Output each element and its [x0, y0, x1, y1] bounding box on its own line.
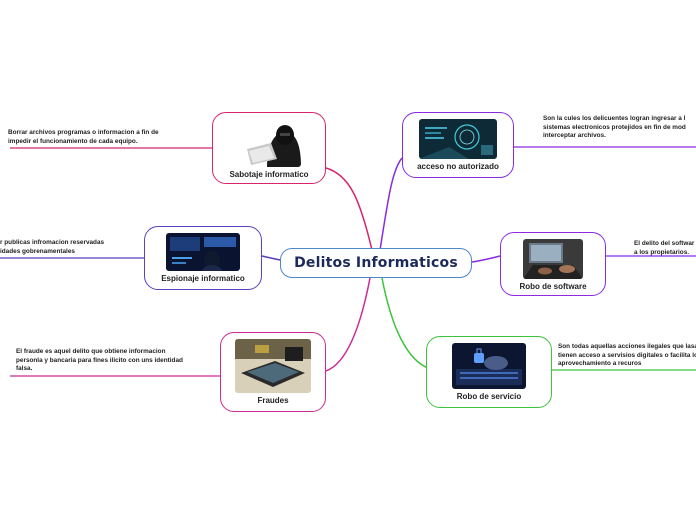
central-topic[interactable]: Delitos Informaticos: [280, 248, 472, 278]
keyboard-hands-photo: [452, 343, 526, 389]
digital-access-photo: [419, 119, 497, 159]
node-sabotaje[interactable]: Sabotaje informatico: [212, 112, 326, 184]
note-espionaje: r publicas infromacion reservadas idades…: [0, 239, 105, 255]
node-label: Robo de servicio: [456, 392, 522, 401]
note-software: El delito del softwar a los propietarios…: [634, 240, 695, 256]
note-acceso: Son la cules los delicuentes logran ingr…: [543, 115, 686, 140]
node-espionaje[interactable]: Espionaje informatico: [144, 226, 262, 290]
link-sabotaje: [325, 167, 373, 251]
link-software: [471, 255, 501, 263]
node-fraudes[interactable]: Fraudes: [220, 332, 326, 412]
link-acceso: [379, 157, 403, 251]
node-label: Fraudes: [257, 396, 289, 405]
card-theft-photo: [235, 339, 311, 393]
note-fraudes: El fraude es aquel delito que obtiene in…: [16, 348, 183, 373]
laptop-typing-photo: [523, 239, 583, 279]
link-servicio: [381, 277, 429, 369]
hacker-hoodie-photo: [237, 119, 301, 167]
node-label: Sabotaje informatico: [229, 170, 309, 179]
note-servicio: Son todas aquellas acciones ilegales que…: [558, 343, 696, 368]
link-fraudes: [321, 277, 371, 373]
node-label: acceso no autorizado: [417, 162, 499, 171]
node-label: Espionaje informatico: [161, 274, 245, 283]
node-label: Robo de software: [519, 282, 587, 291]
cyber-spy-photo: [166, 233, 240, 271]
node-software[interactable]: Robo de software: [500, 232, 606, 296]
node-acceso[interactable]: acceso no autorizado: [402, 112, 514, 178]
note-sabotaje: Borrar archivos programas o informacion …: [8, 129, 159, 145]
node-servicio[interactable]: Robo de servicio: [426, 336, 552, 408]
central-topic-label: Delitos Informaticos: [294, 255, 458, 271]
